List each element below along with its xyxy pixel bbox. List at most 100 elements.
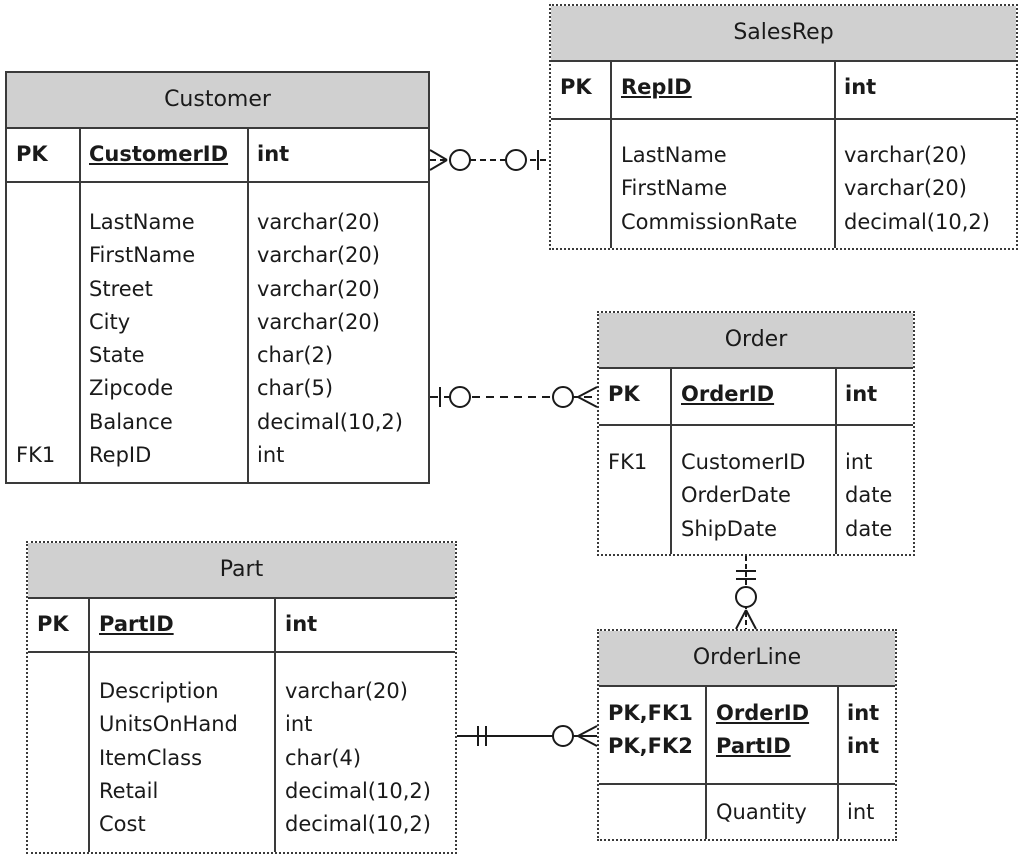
customer-attr-names: LastName FirstName Street City State Zip…	[89, 206, 195, 472]
zero-optional-circle	[735, 586, 757, 608]
orderline-pk-name: OrderID	[716, 701, 810, 725]
part-attr-names: Description UnitsOnHand ItemClass Retail…	[99, 675, 238, 841]
zero-optional-circle	[505, 149, 527, 171]
customer-salesrep-relationship	[429, 149, 549, 171]
customer-attr-types: varchar(20) varchar(20) varchar(20) varc…	[257, 206, 403, 472]
zero-optional-circle	[552, 386, 574, 408]
salesrep-table: SalesRep PK RepID int LastName FirstName…	[549, 4, 1018, 250]
part-attr-name: Retail	[99, 778, 159, 803]
salesrep-attr-type: varchar(20)	[844, 143, 967, 167]
orderline-attr-name: Quantity	[716, 800, 807, 824]
salesrep-attr-name: FirstName	[621, 176, 728, 201]
orderline-pk-keys: PK,FK1 PK,FK2	[608, 697, 693, 764]
order-attr-type: date	[845, 483, 893, 508]
orderline-attr-names: Quantity	[716, 796, 807, 829]
part-orderline-relationship	[457, 725, 598, 747]
orderline-pk-names: OrderID PartID	[716, 697, 809, 764]
crowfoot-upper	[577, 725, 598, 737]
order-table: Order PK OrderID int FK1 CustomerID Orde…	[597, 311, 915, 556]
part-attr-type: decimal(10,2)	[285, 812, 431, 837]
orderline-col-divider-2	[837, 685, 839, 839]
part-pk-name: PartID	[99, 612, 174, 636]
order-pk-type: int	[845, 382, 878, 406]
orderline-attr-type: int	[847, 800, 875, 824]
part-attr-name: ItemClass	[99, 745, 203, 770]
orderline-pk-divider	[599, 783, 895, 785]
orderline-pk-types: int int	[847, 697, 879, 764]
part-table: Part PK PartID int Description UnitsOnHa…	[26, 541, 457, 854]
orderline-pk-key: PK,FK1	[608, 701, 693, 725]
order-attr-name: OrderDate	[681, 483, 791, 508]
salesrep-attr-types: varchar(20) varchar(20) decimal(10,2)	[844, 139, 990, 239]
orderline-table: OrderLine PK,FK1 PK,FK2 OrderID PartID i…	[597, 629, 897, 841]
part-pk-label: PK	[37, 612, 69, 636]
order-attr-type: int	[845, 450, 873, 474]
salesrep-title: SalesRep	[551, 6, 1016, 62]
customer-attr-name: LastName	[89, 210, 195, 234]
zero-optional-circle	[552, 725, 574, 747]
customer-attr-type: varchar(20)	[257, 210, 380, 234]
salesrep-col-divider-1	[610, 60, 612, 248]
orderline-pk-name: PartID	[716, 734, 791, 759]
customer-attr-type: decimal(10,2)	[257, 409, 403, 434]
crowfoot-upper	[429, 149, 448, 161]
part-attr-type: varchar(20)	[285, 679, 408, 703]
orderline-pk-type: int	[847, 701, 880, 725]
part-pk-divider	[28, 651, 455, 653]
customer-attr-type: char(2)	[257, 343, 334, 368]
order-orderline-relationship	[735, 556, 757, 630]
customer-attr-name: Street	[89, 276, 153, 301]
crowfoot-left	[735, 609, 747, 630]
order-pk-divider	[599, 424, 913, 426]
order-pk-label: PK	[608, 382, 640, 406]
orderline-col-divider-1	[705, 685, 707, 839]
customer-attr-type: varchar(20)	[257, 276, 380, 301]
salesrep-pk-name: RepID	[621, 75, 692, 99]
order-attr-keys: FK1	[608, 446, 647, 546]
customer-attr-name: FirstName	[89, 243, 196, 268]
customer-title: Customer	[7, 73, 428, 129]
salesrep-col-divider-2	[834, 60, 836, 248]
part-attr-type: char(4)	[285, 745, 362, 770]
customer-attr-name: Balance	[89, 409, 173, 434]
customer-attr-name: State	[89, 343, 145, 368]
orderline-title: OrderLine	[599, 631, 895, 687]
order-pk-name: OrderID	[681, 382, 775, 406]
part-attr-types: varchar(20) int char(4) decimal(10,2) de…	[285, 675, 431, 841]
customer-key: FK1	[16, 443, 56, 468]
customer-pk-label: PK	[16, 142, 48, 166]
customer-col-divider-1	[79, 127, 81, 482]
crowfoot-right	[745, 609, 757, 630]
crowfoot-lower	[429, 159, 448, 171]
customer-attr-keys: FK1	[16, 206, 55, 472]
customer-table: Customer PK CustomerID int FK1 LastName …	[5, 71, 430, 484]
customer-pk-divider	[7, 181, 428, 183]
salesrep-attr-name: CommissionRate	[621, 209, 798, 234]
customer-attr-name: Zipcode	[89, 376, 174, 401]
part-col-divider-2	[274, 597, 276, 852]
zero-optional-circle	[449, 149, 471, 171]
salesrep-pk-label: PK	[560, 75, 592, 99]
salesrep-attr-name: LastName	[621, 143, 727, 167]
crowfoot-lower	[577, 396, 598, 408]
salesrep-attr-type: varchar(20)	[844, 176, 967, 201]
orderline-attr-types: int	[847, 796, 874, 829]
part-pk-type: int	[285, 612, 318, 636]
customer-col-divider-2	[247, 127, 249, 482]
customer-order-relationship	[430, 386, 598, 408]
order-attr-type: date	[845, 516, 893, 541]
customer-attr-type: int	[257, 443, 285, 468]
part-attr-name: Cost	[99, 812, 146, 837]
customer-attr-name: City	[89, 309, 131, 334]
order-col-divider-2	[835, 367, 837, 554]
customer-attr-type: varchar(20)	[257, 243, 380, 268]
crowfoot-upper	[577, 386, 598, 398]
part-title: Part	[28, 543, 455, 599]
customer-pk-type: int	[257, 142, 290, 166]
part-col-divider-1	[88, 597, 90, 852]
salesrep-attr-type: decimal(10,2)	[844, 209, 990, 234]
customer-pk-name: CustomerID	[89, 142, 229, 166]
zero-optional-circle	[449, 386, 471, 408]
customer-attr-type: char(5)	[257, 376, 334, 401]
